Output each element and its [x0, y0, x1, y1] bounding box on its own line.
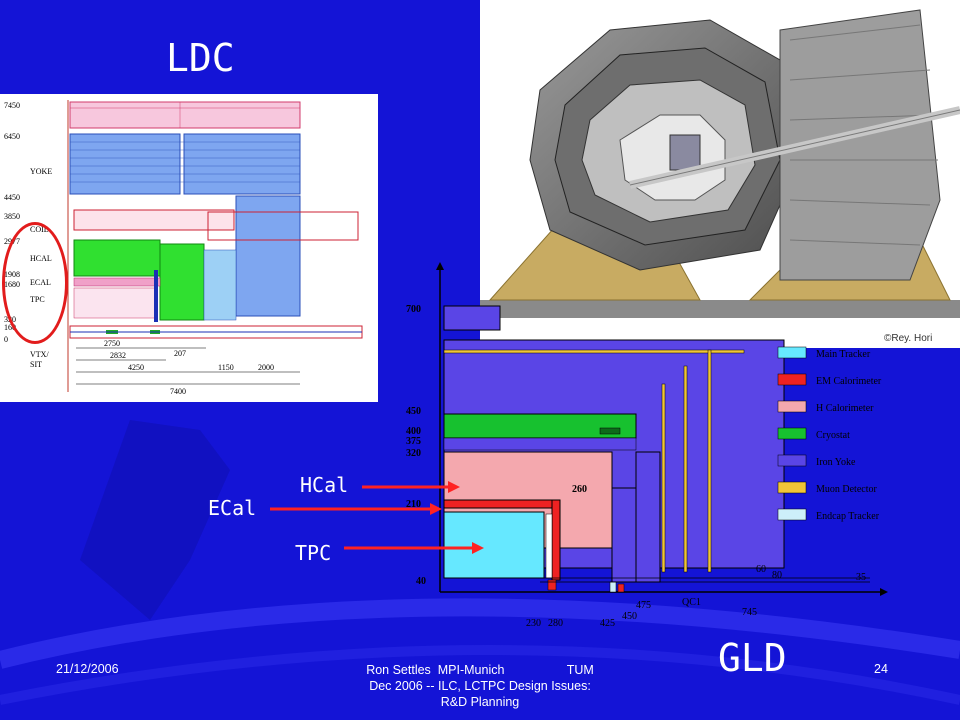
- ldc-dimension: 4250: [128, 363, 144, 372]
- footer-date: 21/12/2006: [56, 662, 119, 676]
- gld-bottom-label: 475: [636, 600, 651, 611]
- legend-swatch: [777, 481, 807, 494]
- legend-label: H Calorimeter: [816, 403, 874, 414]
- legend-label: Main Tracker: [816, 349, 871, 360]
- gld-inner-label: 260: [572, 484, 587, 495]
- ldc-tick: 7450: [4, 101, 20, 110]
- page-number: 24: [874, 662, 888, 676]
- hcal-label: HCal: [300, 473, 349, 497]
- gld-tick: 700: [406, 304, 421, 315]
- ldc-section: VTX/: [30, 350, 49, 359]
- gld-tick: 40: [416, 576, 426, 587]
- footer-text: Ron Settles MPI-Munich TUM Dec 2006 -- I…: [300, 662, 660, 710]
- ldc-section: SIT: [30, 360, 42, 369]
- legend-label: Muon Detector: [816, 484, 877, 495]
- legend-label: Endcap Tracker: [816, 511, 880, 522]
- ldc-dimension: 7400: [170, 387, 186, 396]
- footer-line: Ron Settles MPI-Munich TUM: [366, 663, 594, 677]
- gld-tick: 400: [406, 426, 421, 437]
- ldc-tick: 4450: [4, 193, 20, 202]
- gld-tick: 450: [406, 406, 421, 417]
- highlight-circle: [2, 222, 68, 344]
- gld-render-svg: ©Rey. Hori: [480, 9, 960, 344]
- gld-title: GLD: [718, 636, 787, 680]
- gld-drawing: 700 450 400 375 320 210 40 260 60 80 35 …: [406, 262, 888, 629]
- ldc-tick: 0: [4, 335, 8, 344]
- gld-inner-label: 80: [772, 570, 782, 581]
- gld-inner-label: 35: [856, 572, 866, 583]
- ldc-dimension: 207: [174, 349, 186, 358]
- gld-inner-label: 60: [756, 564, 766, 575]
- legend-swatch: [777, 508, 807, 521]
- ldc-dimension: 2750: [104, 339, 120, 348]
- gld-bottom-label: 425: [600, 618, 615, 629]
- gld-tick: 375: [406, 436, 421, 447]
- gld-legend: Main Tracker EM Calorimeter H Calorimete…: [777, 346, 882, 522]
- ldc-drawing: 7450 6450 4450 3850 2977 1908 1680 320 1…: [0, 94, 378, 402]
- legend-swatch: [777, 427, 807, 440]
- ldc-dimension: 1150: [218, 363, 234, 372]
- legend-swatch: [777, 400, 807, 413]
- legend-swatch: [777, 346, 807, 359]
- ldc-tick: 6450: [4, 132, 20, 141]
- gld-tick: 320: [406, 448, 421, 459]
- legend-label: EM Calorimeter: [816, 376, 882, 387]
- legend-swatch: [777, 454, 807, 467]
- gld-render: ©Rey. Hori: [480, 0, 960, 348]
- ldc-title: LDC: [166, 36, 235, 80]
- ldc-dimension: 2832: [110, 351, 126, 360]
- gld-bottom-label: 230: [526, 618, 541, 629]
- ecal-label: ECal: [208, 496, 257, 520]
- ldc-tick: 3850: [4, 212, 20, 221]
- ldc-section: YOKE: [30, 167, 52, 176]
- footer-line: Dec 2006 -- ILC, LCTPC Design Issues:: [369, 679, 591, 693]
- gld-inner-label: QC1: [682, 597, 701, 608]
- legend-label: Iron Yoke: [816, 457, 856, 468]
- legend-label: Cryostat: [816, 430, 850, 441]
- ldc-dimension: 2000: [258, 363, 274, 372]
- footer-line: R&D Planning: [440, 695, 520, 709]
- ldc-tick: 160: [4, 323, 16, 332]
- tpc-label: TPC: [295, 541, 332, 565]
- legend-swatch: [777, 373, 807, 386]
- gld-bottom-label: 745: [742, 607, 757, 618]
- gld-render-credit: ©Rey. Hori: [884, 333, 932, 344]
- gld-tick: 210: [406, 499, 421, 510]
- gld-bottom-label: 280: [548, 618, 563, 629]
- gld-bottom-label: 450: [622, 611, 637, 622]
